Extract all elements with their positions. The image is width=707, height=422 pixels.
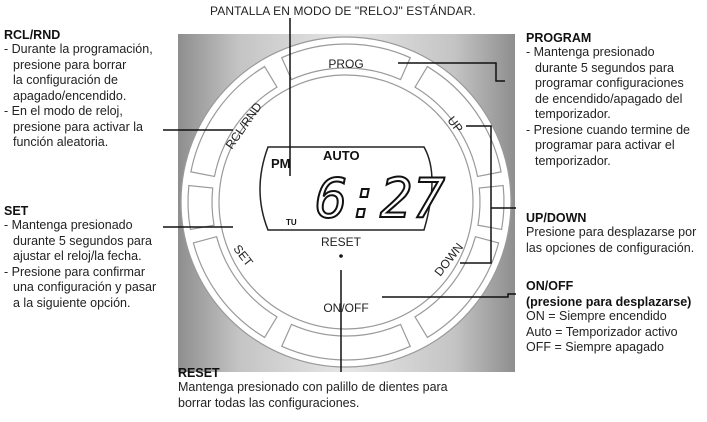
up-down-description: Presione para desplazarse por las opcion… [526, 225, 706, 256]
program-line: temporizador. [535, 153, 611, 168]
on-off-description: ON = Siempre encendido Auto = Temporizad… [526, 309, 706, 356]
lcd-pm-indicator: PM [271, 156, 291, 171]
leader-line-on-off [382, 293, 516, 298]
set-section: SET - Mantenga presionado durante 5 segu… [4, 204, 174, 311]
lcd-auto-indicator: AUTO [323, 148, 360, 163]
on-off-section: ON/OFF (presione para desplazarse) ON = … [526, 279, 706, 356]
rcl-rnd-line: - Durante la programación, [4, 42, 153, 56]
reset-title: RESET [178, 366, 220, 380]
on-off-line: ON = Siempre encendido [526, 309, 667, 323]
program-line: temporizador. [535, 107, 611, 121]
on-off-subtitle: (presione para desplazarse) [526, 295, 692, 309]
program-line: - Presione cuando termine de [526, 122, 690, 137]
set-line: ajustar el reloj/la fecha. [13, 249, 142, 263]
rcl-rnd-line: presione para activar la [13, 119, 143, 134]
up-button[interactable] [414, 65, 502, 178]
reset-button-label: RESET [321, 235, 362, 249]
on-off-button[interactable] [280, 323, 412, 361]
rcl-rnd-description: - Durante la programación, presione para… [4, 42, 174, 151]
leader-line-program [398, 62, 505, 82]
program-line: de encendido/apagado del [535, 91, 683, 106]
program-line: durante 5 segundos para [535, 60, 674, 75]
set-line: - Mantenga presionado [4, 218, 133, 232]
leader-line-up-down [460, 125, 492, 264]
rcl-rnd-title: RCL/RND [4, 28, 61, 42]
blank-button-left[interactable] [187, 184, 215, 231]
rcl-rnd-section: RCL/RND - Durante la programación, presi… [4, 28, 174, 151]
rcl-rnd-line: función aleatoria. [13, 135, 109, 149]
reset-line: borrar todas las configuraciones. [178, 395, 360, 410]
rcl-rnd-line: presione para borrar [13, 57, 127, 72]
lcd-day-indicator: TU [286, 218, 297, 227]
reset-description: Mantenga presionado con palillo de dient… [178, 380, 508, 411]
program-section: PROGRAM - Mantenga presionado durante 5 … [526, 31, 706, 169]
set-line: una configuración y pasar [13, 280, 157, 294]
on-off-line: OFF = Siempre apagado [526, 340, 664, 354]
set-title: SET [4, 204, 29, 218]
lcd-time-digits: 6:27 [315, 167, 445, 230]
set-button[interactable] [192, 235, 278, 339]
on-off-title: ON/OFF [526, 279, 574, 293]
prog-button[interactable] [280, 43, 412, 81]
rcl-rnd-button[interactable] [190, 65, 278, 178]
up-down-section: UP/DOWN Presione para desplazarse por la… [526, 211, 706, 256]
on-off-button-label: ON/OFF [323, 301, 368, 315]
program-line: - Mantenga presionado [526, 45, 655, 59]
rcl-rnd-line: - En el modo de reloj, [4, 104, 123, 118]
reset-pinhole[interactable] [339, 254, 343, 258]
top-caption: PANTALLA EN MODO DE "RELOJ" ESTÁNDAR. [210, 4, 476, 18]
set-line: - Presione para confirmar [4, 264, 146, 279]
up-down-line: Presione para desplazarse por [526, 225, 697, 239]
lcd-display [259, 146, 433, 231]
on-off-line: Auto = Temporizador activo [526, 324, 678, 339]
reset-section: RESET Mantenga presionado con palillo de… [178, 366, 508, 411]
set-description: - Mantenga presionado durante 5 segundos… [4, 218, 174, 311]
program-title: PROGRAM [526, 31, 592, 45]
rcl-rnd-line: la configuración de [13, 73, 118, 87]
program-line: programar configuraciones [535, 76, 684, 90]
up-down-title: UP/DOWN [526, 211, 587, 225]
set-line: durante 5 segundos para [13, 233, 152, 248]
prog-button-label: PROG [328, 57, 363, 71]
reset-line: Mantenga presionado con palillo de dient… [178, 380, 448, 394]
rcl-rnd-line: apagado/encendido. [13, 88, 127, 103]
program-line: programar para activar el [535, 138, 675, 152]
set-line: a la siguiente opción. [13, 295, 131, 310]
program-description: - Mantenga presionado durante 5 segundos… [526, 45, 706, 169]
up-down-line: las opciones de configuración. [526, 240, 695, 255]
down-button[interactable] [414, 235, 500, 339]
